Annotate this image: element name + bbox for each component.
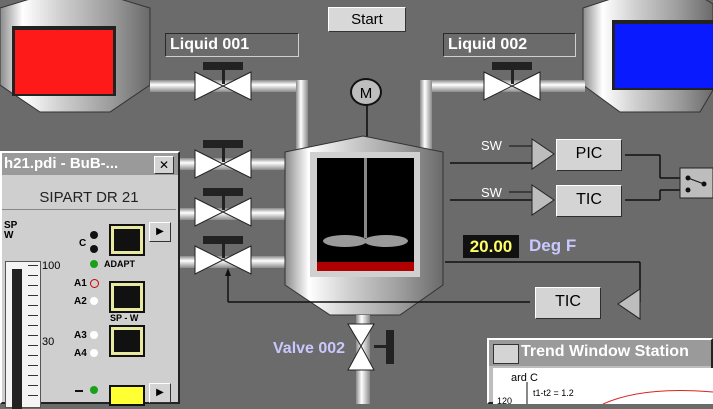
trend-plot-area: ard C t1-t2 = 1.2 120 xyxy=(493,368,713,406)
tic-controller-2[interactable]: TIC xyxy=(535,287,601,319)
controller-wedges xyxy=(531,138,555,216)
faceplate-header: SIPART DR 21 xyxy=(2,187,176,210)
pic-controller[interactable]: PIC xyxy=(556,139,622,171)
valve-liquid-001[interactable] xyxy=(193,60,253,104)
arrow-button-1[interactable]: ▶ xyxy=(149,222,171,242)
trend-title: Trend Window Station xyxy=(521,343,689,360)
led-black-2 xyxy=(90,245,98,253)
tank-liquid-002 xyxy=(582,0,713,113)
trend-window[interactable]: Trend Window Station ard C t1-t2 = 1.2 1… xyxy=(487,338,713,406)
faceplate-title: h21.pdi - BuB-... xyxy=(4,155,119,172)
reactor-vessel xyxy=(284,135,444,316)
close-icon[interactable]: ✕ xyxy=(154,156,174,174)
dash-mark xyxy=(75,390,83,392)
a3-label: A3 xyxy=(74,330,87,341)
temperature-unit: Deg F xyxy=(529,236,577,255)
scale-label-100: 100 xyxy=(42,260,61,272)
trend-titlebar[interactable]: Trend Window Station xyxy=(489,340,711,366)
temperature-readout: 20.00 xyxy=(463,235,519,258)
adapt-label: ADAPT xyxy=(104,259,135,269)
gauge-bar-fill xyxy=(12,269,22,409)
c-label: C xyxy=(79,238,87,249)
adapt-led xyxy=(90,260,98,268)
trend-curve xyxy=(526,382,713,404)
tic2-wedge xyxy=(617,288,641,320)
arrow-button-2[interactable]: ▶ xyxy=(149,383,171,403)
a1-label: A1 xyxy=(74,278,87,289)
a4-led xyxy=(90,349,98,357)
valve-inlet-2[interactable] xyxy=(193,186,253,230)
faceplate-button-1[interactable] xyxy=(109,224,145,256)
a4-label: A4 xyxy=(74,348,87,359)
sp-w-label: SP W xyxy=(4,220,18,241)
label-liquid-002: Liquid 002 xyxy=(443,33,576,57)
faceplate-button-2[interactable] xyxy=(109,281,145,313)
trend-formula: t1-t2 = 1.2 xyxy=(533,388,574,398)
valve-inlet-3[interactable] xyxy=(193,234,253,278)
led-black-1 xyxy=(90,231,98,239)
led-green-bottom xyxy=(90,386,98,394)
tank-liquid-001 xyxy=(0,0,151,113)
a2-led xyxy=(90,297,98,305)
trend-tick: 120 xyxy=(497,396,513,406)
a1-led xyxy=(90,279,99,288)
valve-inlet-1[interactable] xyxy=(193,138,253,182)
label-valve-002: Valve 002 xyxy=(273,340,346,357)
faceplate-window[interactable]: h21.pdi - BuB-... ✕ SIPART DR 21 SP W 10… xyxy=(0,151,180,409)
valve-liquid-002[interactable] xyxy=(482,60,542,104)
faceplate-button-3[interactable] xyxy=(109,325,145,357)
sw-label-2: SW xyxy=(481,185,502,200)
trend-window-icon xyxy=(493,344,519,364)
scale-ticks xyxy=(28,265,38,405)
sw-label-1: SW xyxy=(481,138,502,153)
tic-controller[interactable]: TIC xyxy=(556,185,622,217)
faceplate-titlebar[interactable]: h21.pdi - BuB-... xyxy=(2,153,178,175)
label-liquid-001: Liquid 001 xyxy=(165,33,299,57)
faceplate-button-4[interactable] xyxy=(109,385,145,406)
trend-axis-unit: ard C xyxy=(511,372,538,384)
a2-label: A2 xyxy=(74,296,87,307)
motor-icon[interactable]: M xyxy=(350,78,382,106)
valve-002[interactable] xyxy=(346,320,402,374)
start-button[interactable]: Start xyxy=(328,7,406,32)
sp-w2-label: SP - W xyxy=(110,313,139,323)
scale-label-30: 30 xyxy=(42,336,55,348)
a3-led xyxy=(90,331,98,339)
